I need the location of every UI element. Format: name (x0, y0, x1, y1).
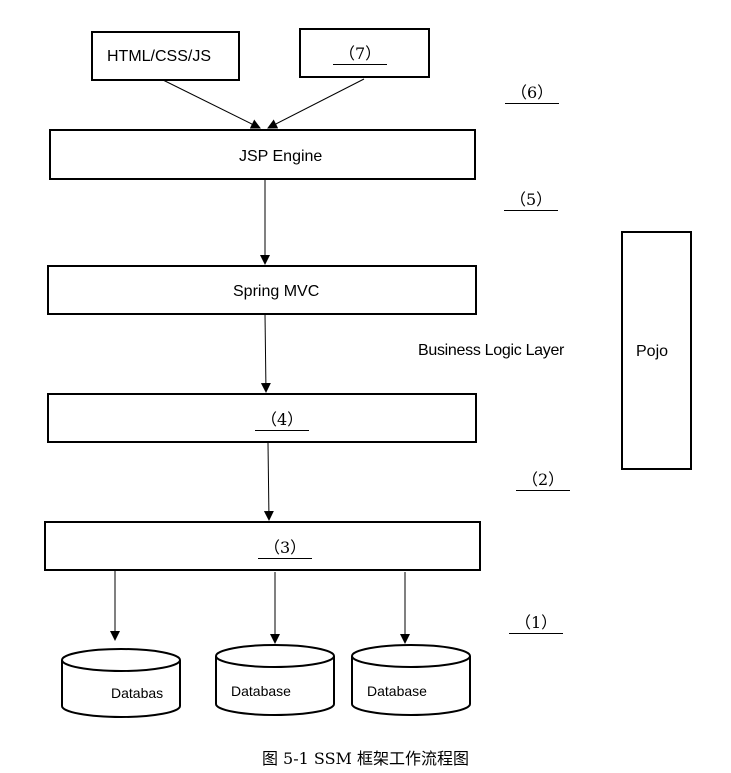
arrow-spring-to-four (260, 313, 271, 393)
label-six: （6） (505, 84, 560, 104)
figure-caption: 图 5-1 SSM 框架工作流程图 (261, 749, 470, 768)
database-2-label: Database (231, 683, 291, 699)
label-one: （1） (509, 614, 564, 634)
database-3: Database (351, 644, 471, 716)
seven-box: （7） (299, 28, 430, 78)
arrow-seven-to-jsp (267, 78, 365, 129)
pojo-label: Pojo (636, 343, 669, 360)
html-css-js-box: HTML/CSS/JS (91, 31, 240, 81)
database-3-label: Database (367, 683, 427, 699)
label-two: （2） (516, 471, 571, 491)
jsp-engine-label: JSP Engine (239, 148, 323, 165)
spring-mvc-label: Spring MVC (233, 283, 320, 300)
arrow-four-to-three (263, 442, 274, 521)
database-2: Database (215, 644, 335, 716)
jsp-engine-box: JSP Engine (49, 129, 476, 180)
three-label: （3） (258, 539, 313, 559)
arrow-html-to-jsp (162, 79, 261, 129)
pojo-box: Pojo (621, 231, 692, 470)
html-css-js-label: HTML/CSS/JS (107, 48, 212, 65)
label-five: （5） (504, 191, 559, 211)
database-1-label: Databas (111, 685, 163, 701)
database-1: Databas (61, 648, 181, 718)
three-box: （3） (44, 521, 481, 571)
business-logic-layer-label: Business Logic Layer (418, 342, 565, 359)
spring-mvc-box: Spring MVC (47, 265, 477, 315)
four-box: （4） (47, 393, 477, 443)
seven-label: （7） (333, 45, 388, 65)
four-label: （4） (255, 411, 310, 431)
